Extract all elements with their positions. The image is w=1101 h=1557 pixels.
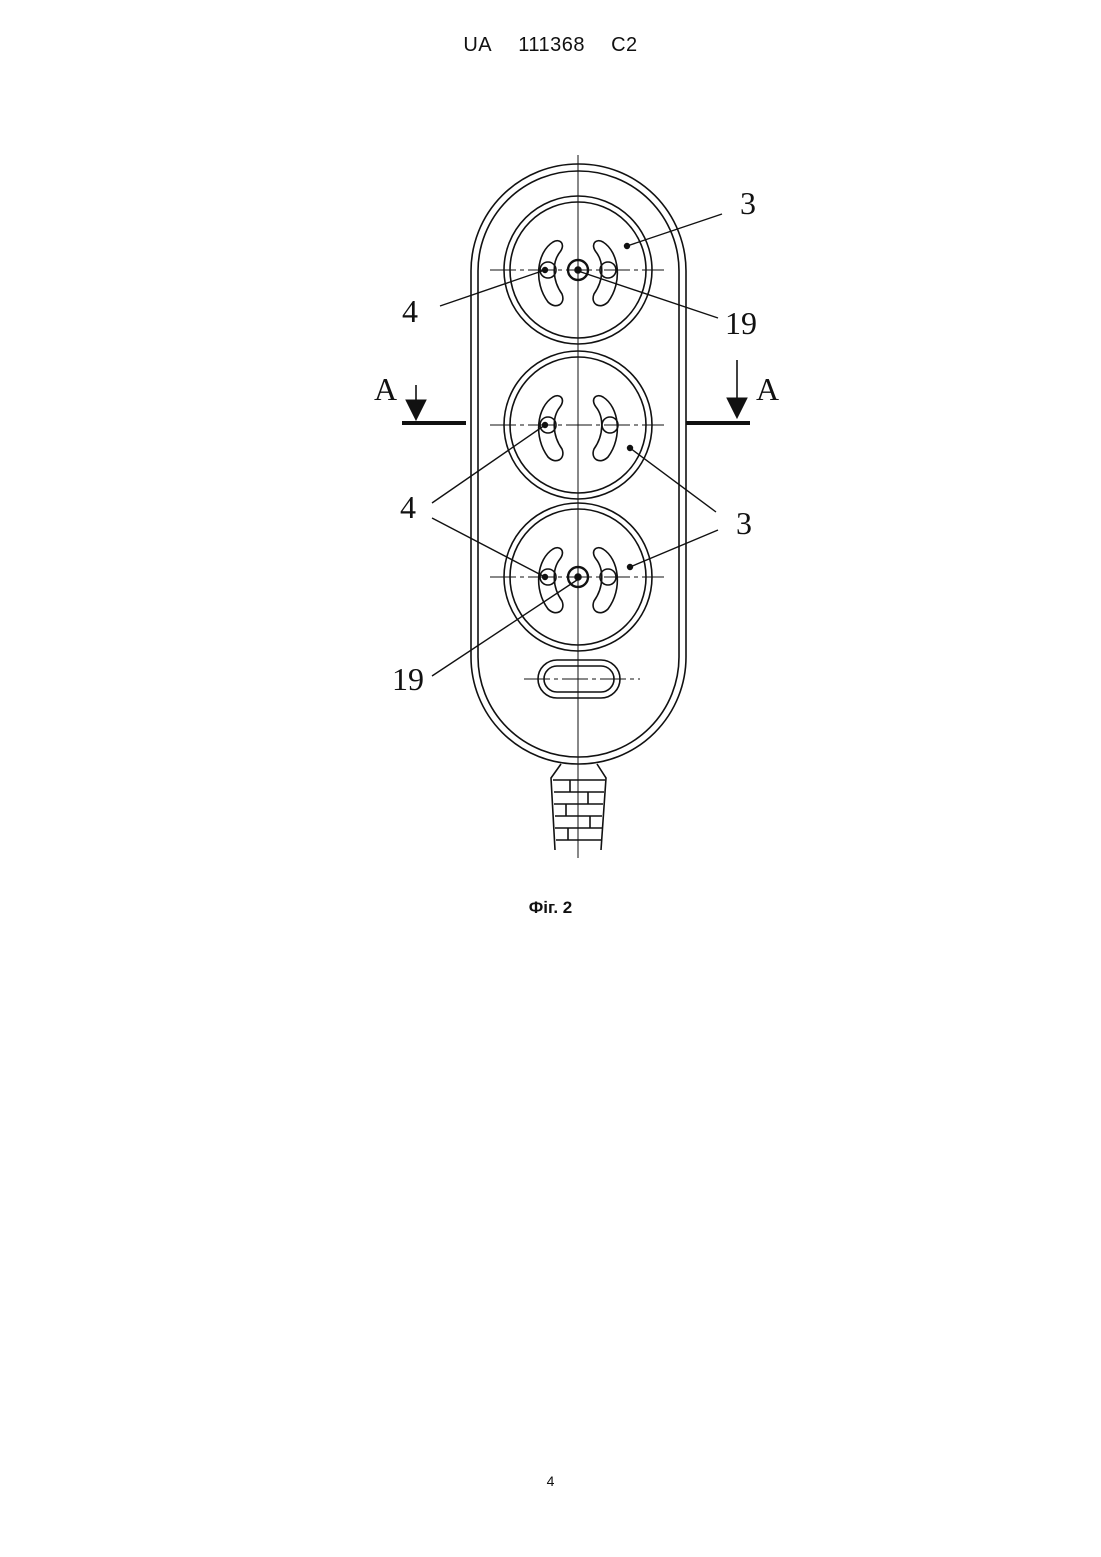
header-number: 111368 — [518, 34, 585, 56]
label-contact-top: 4 — [402, 293, 418, 329]
label-ground-bottom: 19 — [392, 661, 424, 697]
header-country: UA — [463, 34, 492, 56]
power-strip-drawing: 3 4 19 A A 4 3 19 — [350, 150, 800, 870]
label-socket-mid-bottom: 3 — [736, 505, 752, 541]
patent-header: UA 111368 C2 — [0, 34, 1101, 57]
label-section-left: A — [374, 371, 397, 407]
label-section-right: A — [756, 371, 779, 407]
section-marker-left — [402, 385, 466, 423]
header-kind: C2 — [611, 34, 638, 56]
section-marker-right — [686, 360, 750, 423]
label-socket-top: 3 — [740, 185, 756, 221]
label-contact-mid-bottom: 4 — [400, 489, 416, 525]
label-ground-top: 19 — [725, 305, 757, 341]
figure-caption: Фіг. 2 — [0, 898, 1101, 918]
page-number: 4 — [0, 1473, 1101, 1489]
